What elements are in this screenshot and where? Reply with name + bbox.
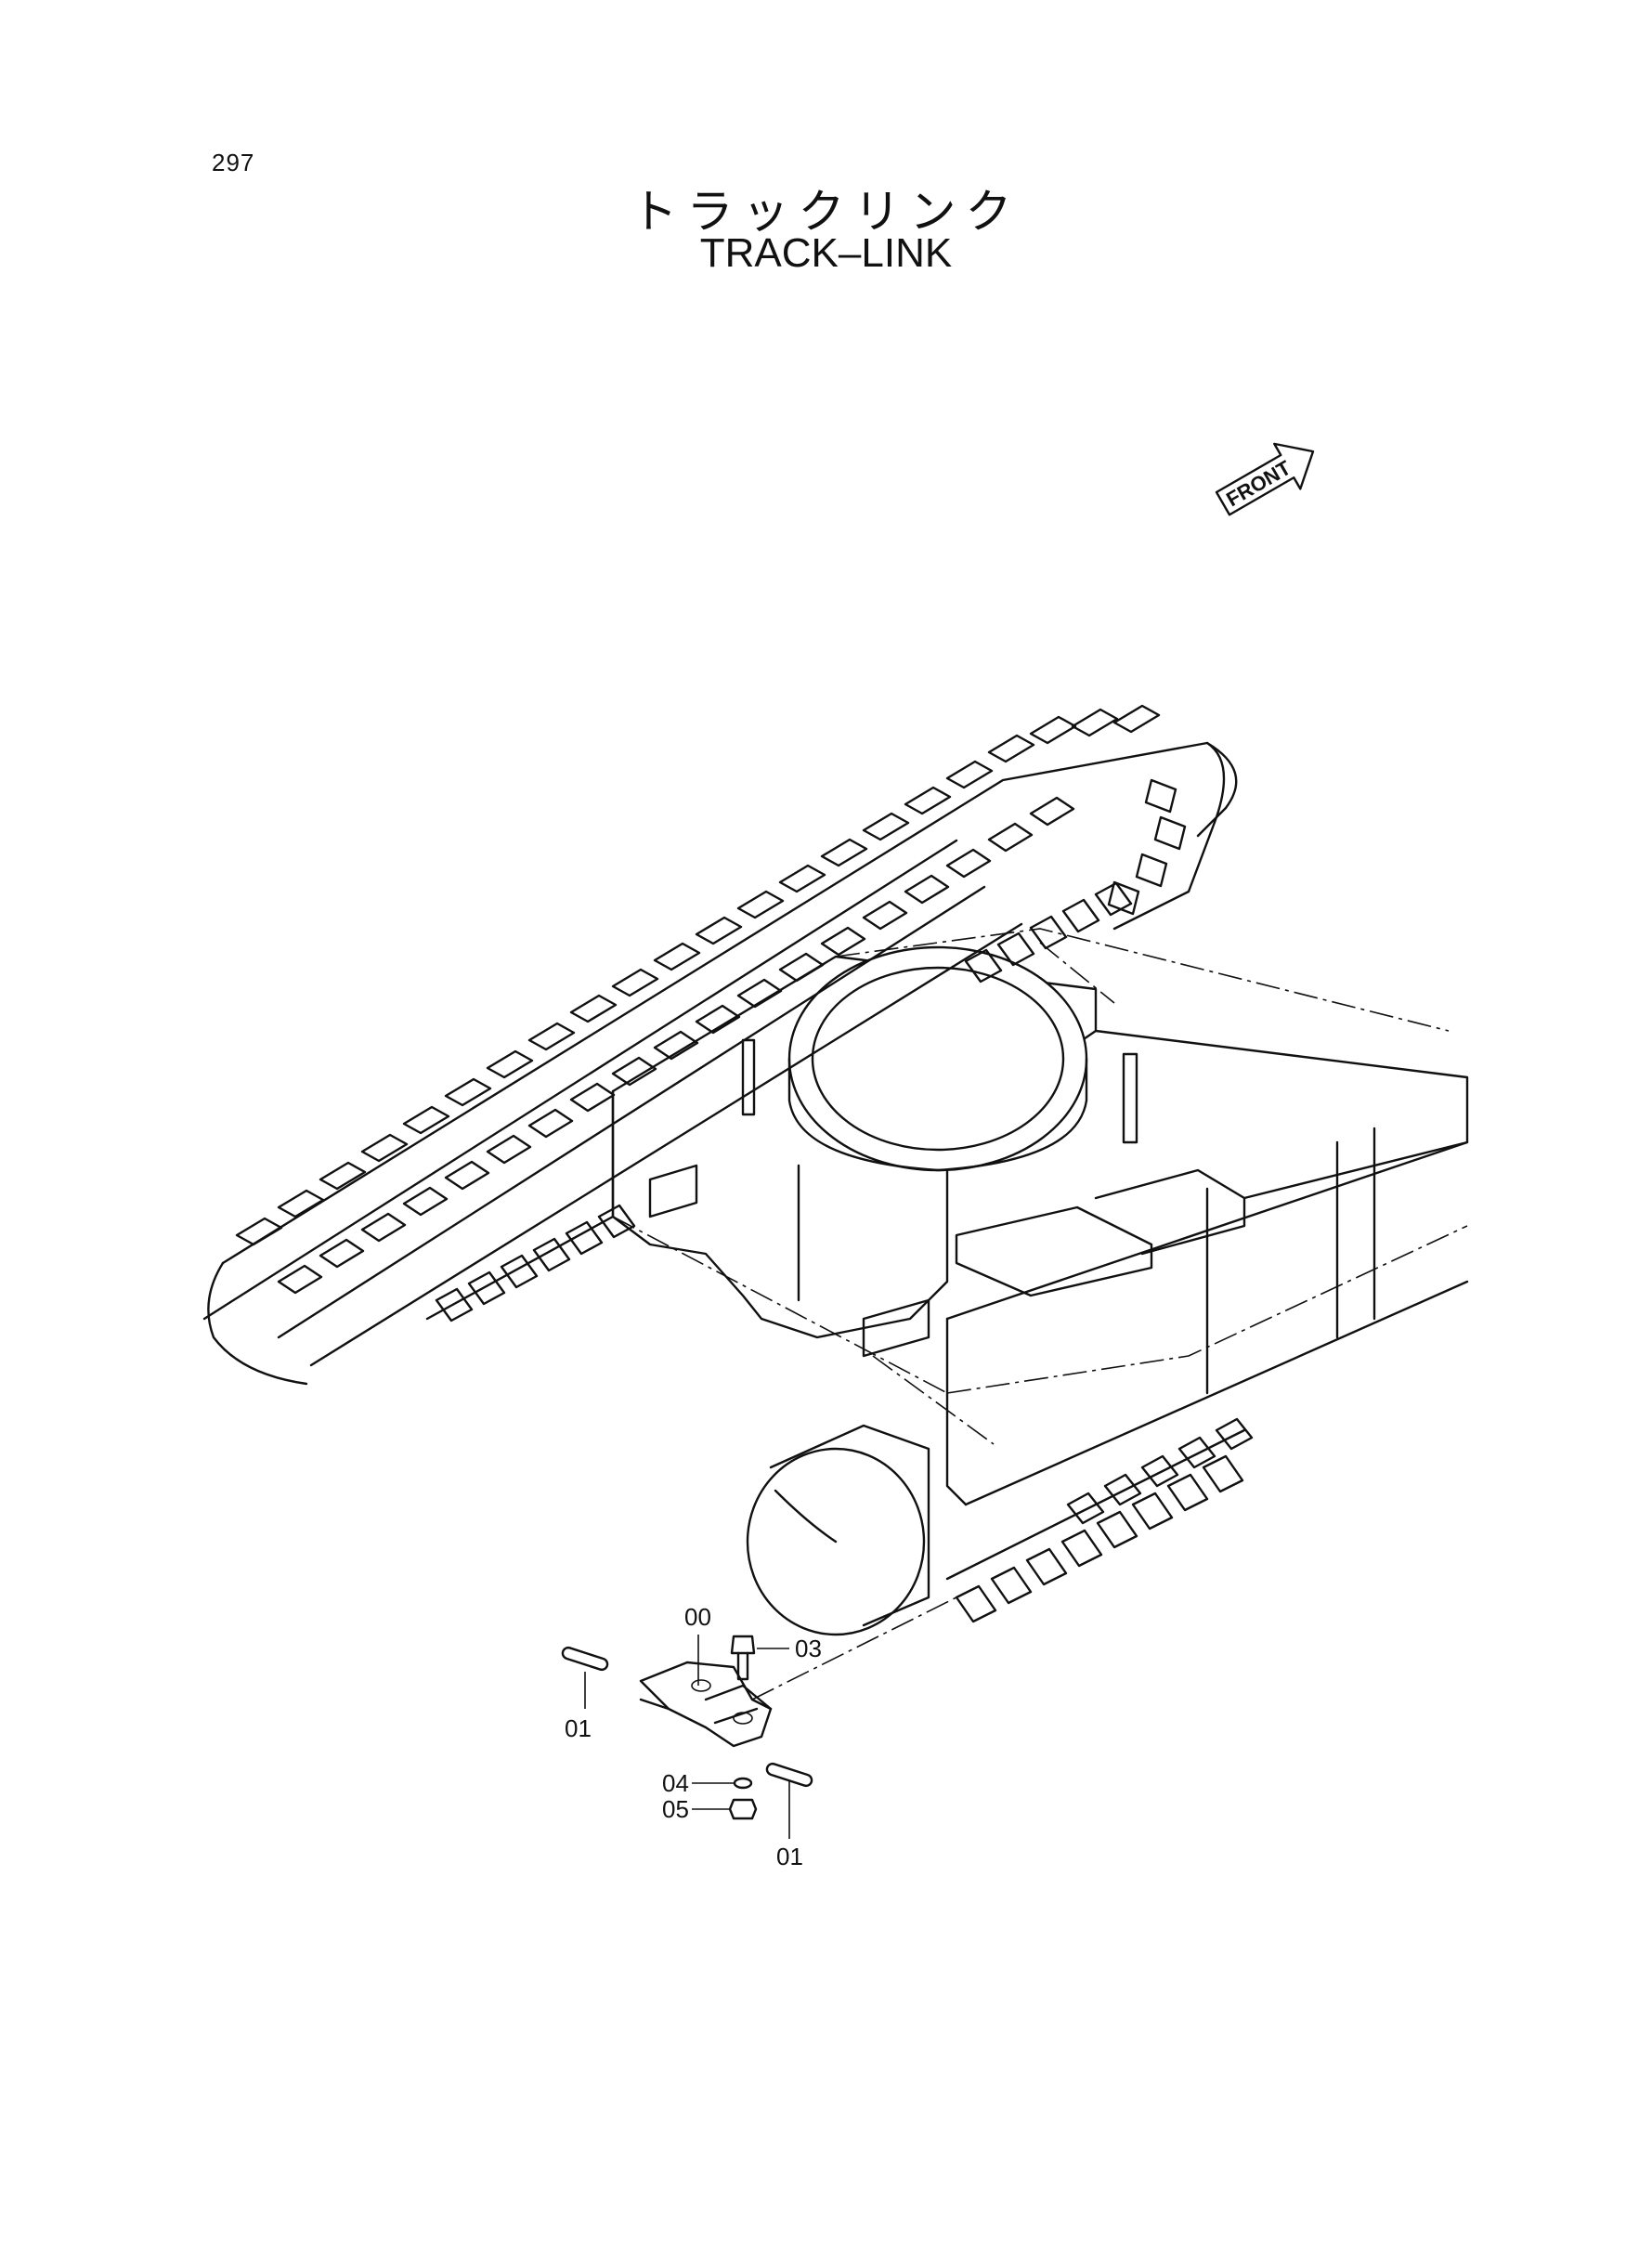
front-arrow-icon: FRONT — [1215, 442, 1315, 516]
pin-part-right — [765, 1762, 813, 1788]
track-chain-lower-left — [425, 881, 1133, 1322]
washer-part — [733, 1777, 753, 1790]
title-english: TRACK–LINK — [699, 230, 953, 276]
callout-01-left: 01 — [565, 1714, 592, 1742]
callout-00: 00 — [684, 1603, 711, 1631]
track-chain-lower-right — [945, 1417, 1254, 1623]
callout-05: 05 — [662, 1795, 689, 1823]
nut-part — [728, 1798, 758, 1820]
track-link-assembly — [639, 1661, 773, 1748]
title-japanese: トラックリンク — [631, 185, 1021, 239]
bolt-part — [730, 1635, 756, 1681]
callout-01-right: 01 — [776, 1843, 803, 1870]
callout-03: 03 — [795, 1635, 822, 1662]
callout-04: 04 — [662, 1769, 689, 1797]
undercarriage-frame — [611, 928, 1469, 1636]
page-number: 297 — [212, 149, 255, 176]
track-chain-upper — [202, 704, 1238, 1386]
pin-part-left — [561, 1646, 609, 1672]
leader-lines — [584, 1596, 957, 1839]
